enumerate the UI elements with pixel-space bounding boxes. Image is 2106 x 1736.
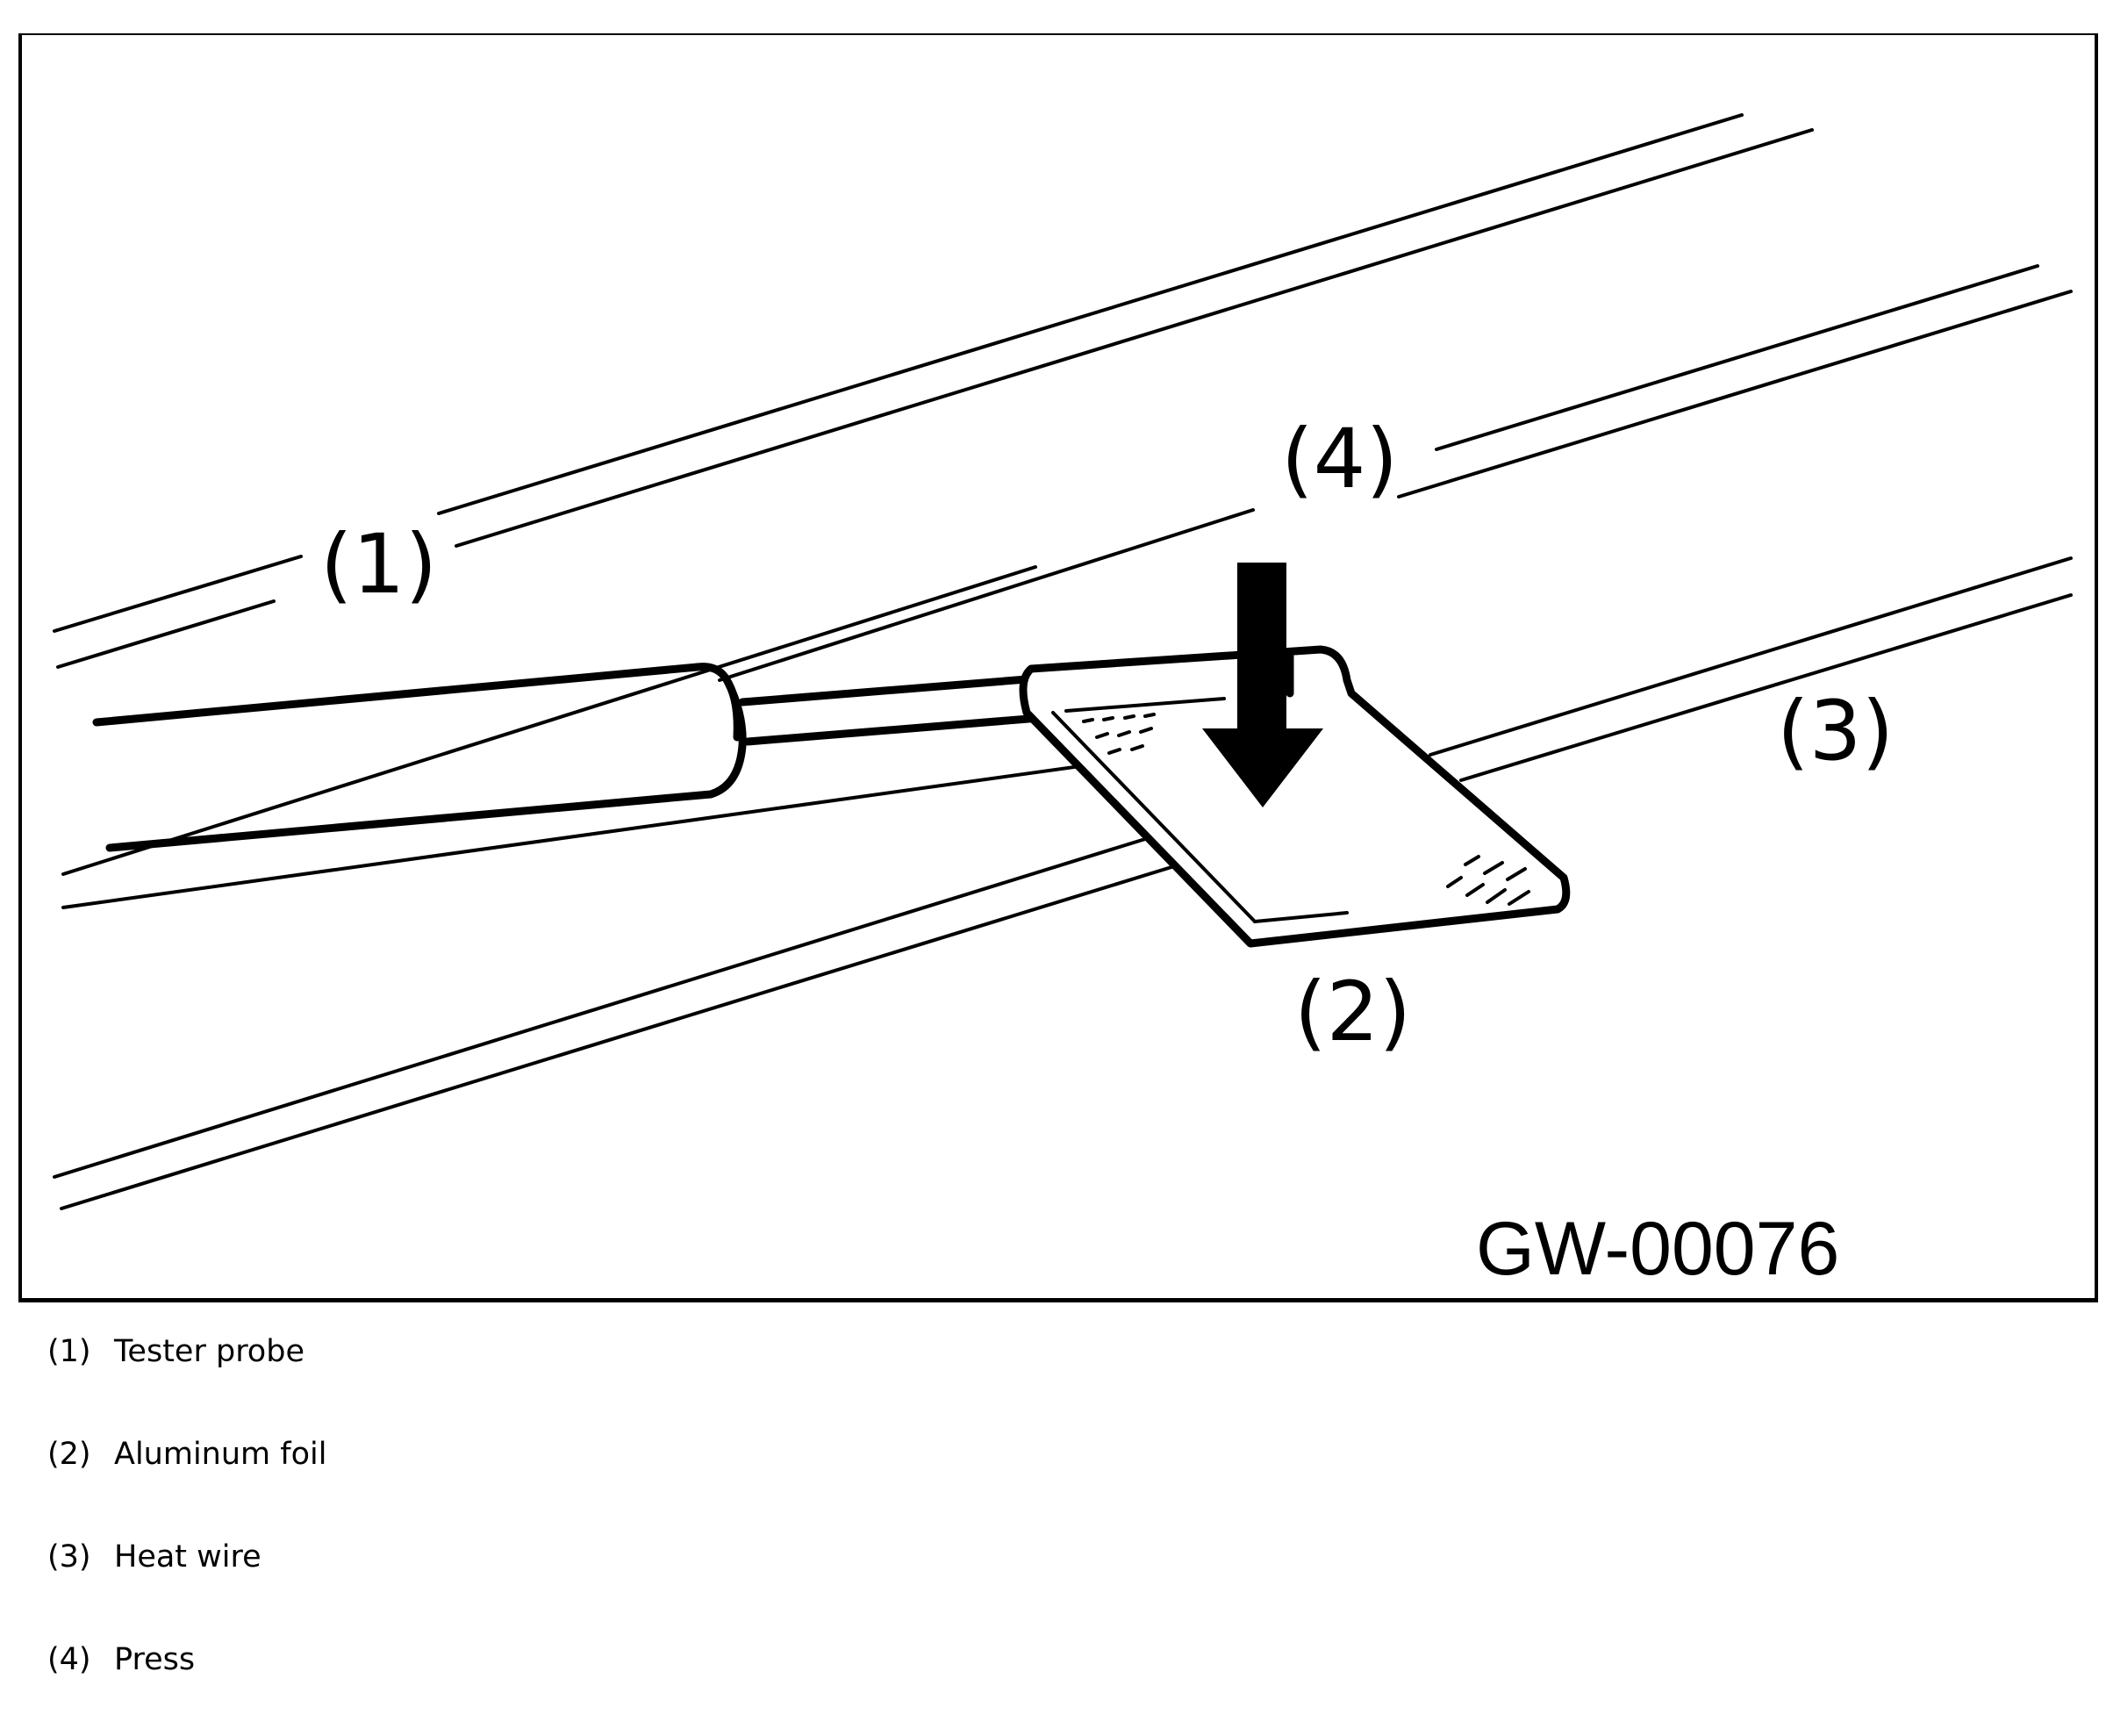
legend-number: (3): [47, 1539, 91, 1575]
legend-number: (1): [47, 1334, 91, 1369]
figure-id: GW-00076: [1476, 1207, 1839, 1291]
illustration: (1) (4) (3) (2) GW-00076: [53, 113, 2073, 1291]
legend-item: (1) Tester probe: [47, 1325, 326, 1428]
legend-label: Heat wire: [114, 1539, 261, 1575]
callout-probe: (1): [320, 517, 437, 613]
legend-number: (2): [47, 1437, 91, 1472]
legend-label: Press: [114, 1642, 196, 1677]
legend-item: (4) Press: [47, 1633, 326, 1736]
tester-probe: [92, 663, 1055, 852]
legend-item: (2) Aluminum foil: [47, 1428, 326, 1531]
press-arrow-icon: [1202, 563, 1323, 807]
heat-wire-lines: [53, 113, 2073, 1210]
legend-label: Tester probe: [114, 1334, 304, 1369]
callout-foil: (2): [1294, 965, 1411, 1060]
legend: (1) Tester probe (2) Aluminum foil (3) Heat…: [47, 1325, 326, 1736]
legend-item: (3) Heat wire: [47, 1531, 326, 1633]
callout-press: (4): [1281, 412, 1398, 507]
legend-label: Aluminum foil: [114, 1437, 327, 1472]
aluminum-foil: [1019, 645, 1571, 948]
legend-number: (4): [47, 1642, 91, 1677]
callout-heat-wire: (3): [1777, 684, 1894, 779]
